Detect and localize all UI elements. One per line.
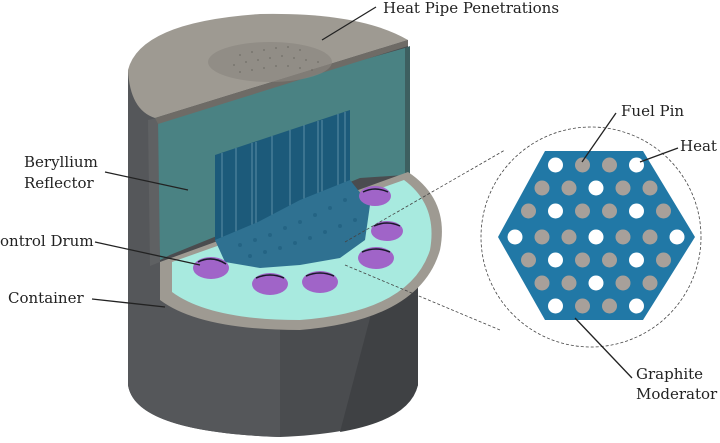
heat-pipe-hole (548, 252, 563, 268)
fuel-pin (534, 180, 550, 196)
label-graphite-moderator-2: Moderator (636, 385, 718, 403)
fuel-pin (575, 157, 590, 173)
heat-pipe-hole (588, 180, 604, 196)
label-beryllium-reflector-2: Reflector (24, 174, 94, 192)
fuel-pin (615, 180, 631, 196)
label-container: Container (0, 288, 84, 308)
control-drum (302, 271, 338, 293)
core-cross-section (160, 172, 442, 330)
heat-pipe-hole (548, 157, 563, 173)
label-graphite-moderator-1: Graphite (636, 365, 704, 383)
fuel-pin (656, 252, 671, 268)
control-drum (193, 257, 229, 279)
heat-pipe-hole (629, 157, 644, 173)
heat-pipe-hole (588, 229, 604, 245)
fuel-pin (602, 252, 617, 268)
control-drums (193, 186, 403, 295)
heat-pipe-hole (548, 203, 563, 219)
heat-pipe-hole (588, 275, 604, 291)
heat-pipe-hole (629, 298, 644, 314)
fuel-pin (615, 229, 631, 245)
label-fuel-pin: Fuel Pin (621, 102, 685, 120)
fuel-pin (534, 229, 550, 245)
fuel-assembly-detail (498, 151, 695, 320)
fuel-pin (561, 229, 577, 245)
fuel-pin (602, 203, 617, 219)
fuel-pin (642, 275, 658, 291)
fuel-pin (561, 275, 577, 291)
fuel-pin (561, 180, 577, 196)
fuel-pin (575, 298, 590, 314)
fuel-pin (656, 203, 671, 219)
fuel-pin (575, 252, 590, 268)
control-drum (358, 247, 394, 269)
label-heat-pipe: Heat (680, 137, 717, 155)
label-beryllium-reflector-1: Beryllium (24, 153, 98, 171)
label-heat-pipe-penetrations: Heat Pipe Penetrations (383, 0, 560, 17)
fuel-pin (521, 203, 536, 219)
assembly-pins (507, 157, 685, 314)
fuel-assembly-lattice (215, 180, 370, 268)
heat-pipe-hole (548, 298, 563, 314)
control-drum (371, 221, 403, 241)
label-control-drum: ontrol Drum (0, 232, 94, 250)
heat-pipe-hole (669, 229, 685, 245)
fuel-pin (575, 203, 590, 219)
heat-pipe-hole (629, 203, 644, 219)
fuel-pin (642, 180, 658, 196)
fuel-pin (602, 298, 617, 314)
heat-pipe-hole (629, 252, 644, 268)
control-drum (252, 273, 288, 295)
magnification-lines (344, 126, 702, 348)
fuel-pin (534, 275, 550, 291)
label-container-text: Container (8, 289, 84, 307)
fuel-pin (642, 229, 658, 245)
fuel-pin (602, 157, 617, 173)
fuel-pin (615, 275, 631, 291)
heat-pipe-penetrations-pattern (208, 42, 332, 82)
heat-pipe-hole (507, 229, 523, 245)
fuel-pin (521, 252, 536, 268)
top-lid (128, 13, 408, 124)
leader-lines (91, 6, 679, 379)
